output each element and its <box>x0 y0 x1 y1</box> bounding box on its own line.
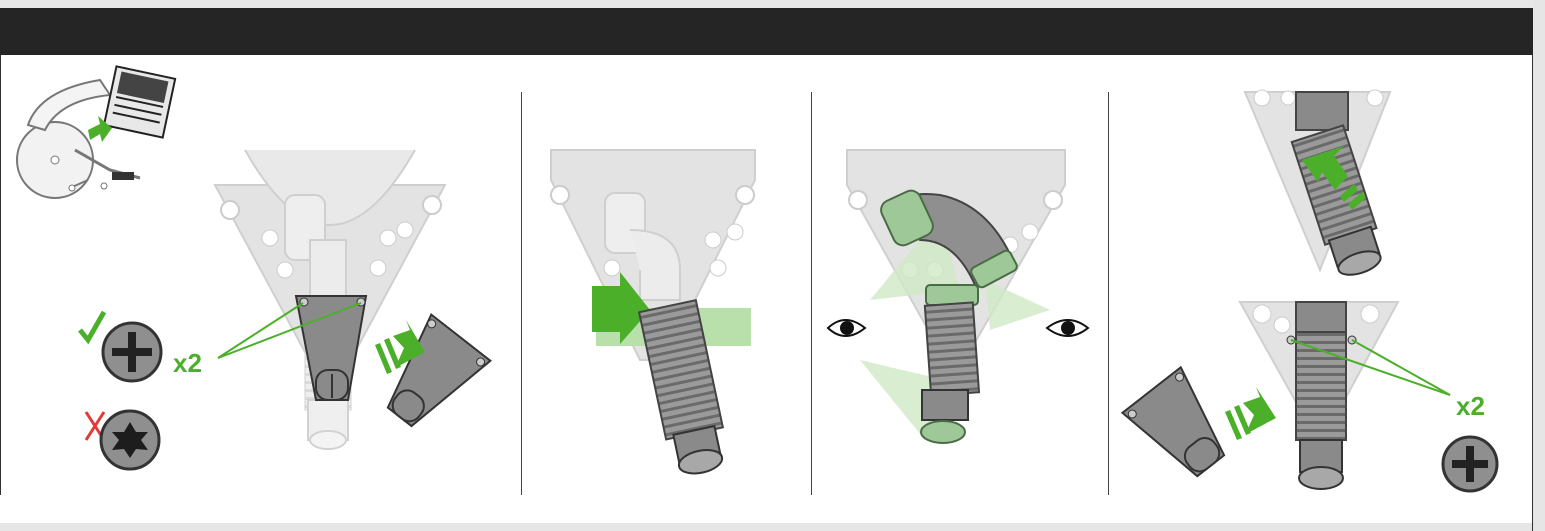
phillips-screw-icon <box>1443 437 1497 491</box>
eye-icon <box>1047 320 1088 336</box>
check-icon <box>80 312 104 340</box>
flexible-hose <box>921 285 979 443</box>
panel-step-1: x2 <box>17 66 490 469</box>
flexible-hose <box>1296 302 1346 489</box>
phillips-screw-icon <box>103 323 161 381</box>
screw-count-label: x2 <box>1456 391 1485 421</box>
eye-icon <box>828 320 865 336</box>
cover-plate <box>1122 367 1239 488</box>
sight-cone <box>985 280 1050 330</box>
pipe-stub <box>1296 92 1348 130</box>
screw-count-label: x2 <box>173 348 202 378</box>
torx-screw-icon <box>101 411 159 469</box>
callout-line <box>1352 340 1450 395</box>
panel-step-2 <box>551 150 755 479</box>
arrow-icon <box>1225 387 1276 440</box>
panel-step-3 <box>828 150 1088 443</box>
panel-step-4: x2 <box>1122 90 1497 491</box>
vacuum-thumbnail <box>17 66 175 198</box>
removed-cover-plate <box>370 315 491 440</box>
